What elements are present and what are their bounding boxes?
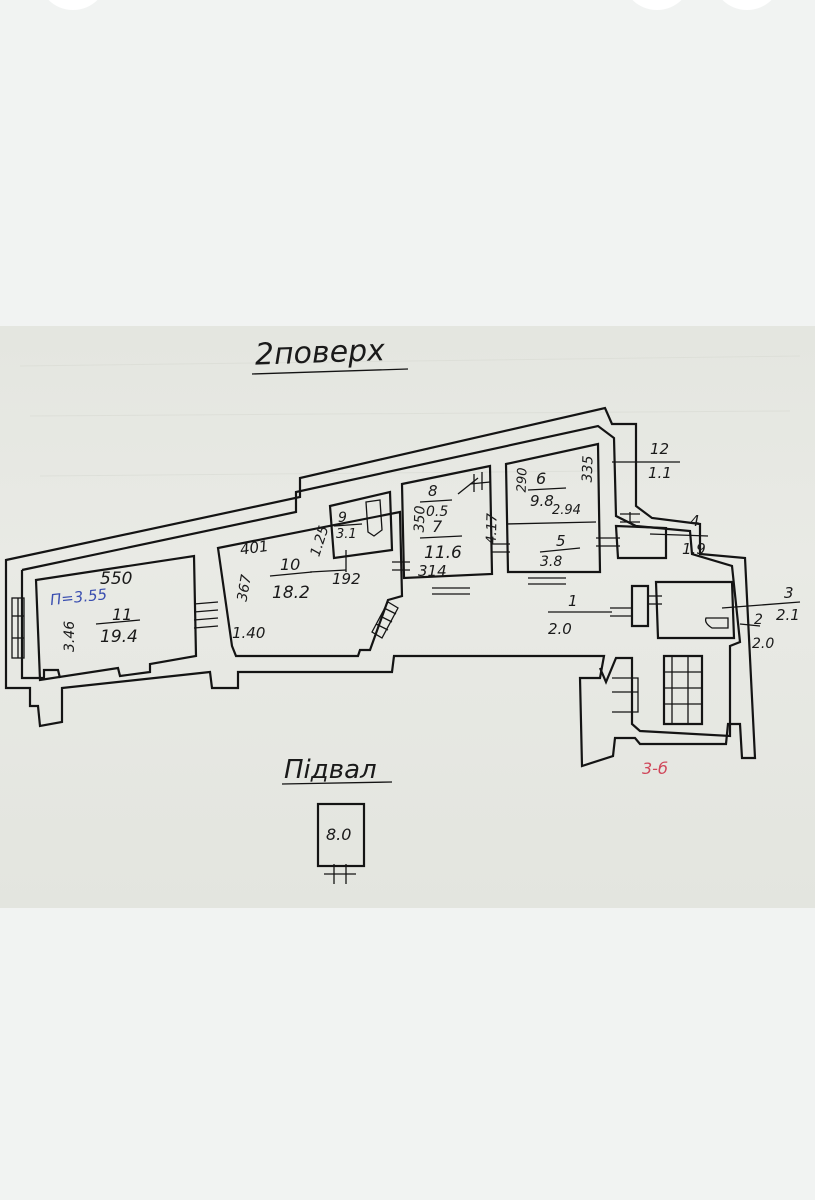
door-10-7 bbox=[392, 561, 410, 571]
room-3-number: 3 bbox=[784, 584, 794, 602]
room-8-fraction bbox=[419, 499, 453, 503]
room-12: 12 1.1 bbox=[612, 440, 680, 482]
stairs-room-10 bbox=[371, 601, 399, 639]
dim-550: 550 bbox=[100, 569, 132, 589]
dim-140: 1.40 bbox=[232, 624, 265, 642]
red-mark: 3-б bbox=[642, 759, 668, 778]
room-7-number: 7 bbox=[432, 517, 443, 536]
room-4-leader bbox=[649, 533, 709, 537]
room-1-number: 1 bbox=[568, 592, 578, 610]
dim-335: 335 bbox=[580, 455, 597, 482]
room-6-area: 9.8 bbox=[530, 492, 554, 510]
room-4-area: 1.9 bbox=[682, 540, 706, 558]
room-9-number: 9 bbox=[338, 510, 347, 526]
blue-note: П=3.55 bbox=[49, 585, 108, 609]
dim-367: 367 bbox=[235, 573, 255, 602]
room-8-area: 0.5 bbox=[426, 504, 448, 520]
room-7: 350 8 0.5 7 11.6 4.17 314 bbox=[392, 464, 510, 595]
dim-401: 401 bbox=[239, 537, 270, 559]
top-circle-right-1 bbox=[622, 0, 692, 10]
room-10: 401 367 1.25 10 18.2 192 1.40 bbox=[216, 510, 404, 658]
floor-title-underline bbox=[251, 368, 409, 375]
room-8-wall bbox=[457, 477, 479, 495]
basement-title: Підвал bbox=[284, 755, 377, 785]
door-corridor-3 bbox=[610, 595, 662, 617]
window-room-4 bbox=[620, 512, 640, 524]
room-10-area: 18.2 bbox=[272, 583, 310, 603]
room-5-number: 5 bbox=[556, 532, 566, 550]
room-5-area: 3.8 bbox=[540, 554, 562, 570]
room-11: 550 П=3.55 3.46 11 19.4 bbox=[11, 554, 219, 682]
room-9-fraction bbox=[333, 523, 363, 527]
dim-294: 2.94 bbox=[552, 503, 581, 518]
dim-314: 314 bbox=[418, 562, 447, 580]
top-circle-right-2 bbox=[712, 0, 782, 10]
room-10-number: 10 bbox=[280, 555, 300, 574]
room-6-number: 6 bbox=[536, 469, 546, 488]
room-5-fraction bbox=[539, 547, 581, 553]
room-12-area: 1.1 bbox=[648, 464, 672, 482]
dim-290: 290 bbox=[515, 467, 531, 492]
room-7-area: 11.6 bbox=[424, 543, 462, 563]
room-1: 1 2.0 bbox=[548, 584, 662, 638]
top-circle-left bbox=[38, 0, 108, 10]
outer-walls bbox=[4, 406, 757, 768]
room-1-area: 2.0 bbox=[548, 620, 572, 638]
room-7-fraction bbox=[419, 535, 463, 539]
room-12-number: 12 bbox=[650, 440, 669, 458]
basement-title-underline bbox=[281, 781, 393, 785]
floor-plan-photo: 2поверх 550 П=3.55 3.46 11 19.4 bbox=[0, 326, 815, 908]
room-2-number: 2 bbox=[754, 612, 763, 628]
basement-area: 8.0 bbox=[326, 825, 351, 844]
floor-plan-drawing: 2поверх 550 П=3.55 3.46 11 19.4 bbox=[4, 333, 801, 884]
door-6-corridor bbox=[528, 577, 566, 585]
dim-192: 192 bbox=[332, 570, 361, 588]
room-2-area: 2.0 bbox=[752, 636, 774, 652]
dim-417: 4.17 bbox=[484, 513, 501, 545]
room-4: 4 1.9 bbox=[614, 512, 709, 560]
floor-title: 2поверх bbox=[254, 333, 385, 373]
basement-room: 8.0 bbox=[316, 802, 366, 884]
dim-350: 350 bbox=[412, 505, 429, 532]
window-room-11-left bbox=[11, 597, 25, 659]
window-room-8 bbox=[469, 472, 491, 492]
room-3-area: 2.1 bbox=[776, 606, 800, 624]
room-11-number: 11 bbox=[112, 605, 132, 624]
wall-10-9b bbox=[309, 569, 347, 573]
toilet-icon bbox=[704, 617, 729, 629]
stairwell bbox=[612, 654, 704, 726]
room-4-number: 4 bbox=[690, 512, 700, 530]
room-3-leader bbox=[721, 601, 801, 609]
room-8-number: 8 bbox=[428, 482, 438, 500]
room-6-fraction bbox=[527, 487, 567, 491]
room-2-leader bbox=[739, 623, 761, 627]
room-3: 3 2.1 2 2.0 bbox=[654, 580, 801, 652]
room-11-fraction bbox=[95, 619, 141, 625]
bathtub-icon bbox=[365, 499, 383, 537]
room-10-fraction bbox=[269, 571, 313, 577]
room-9: 9 3.1 bbox=[328, 490, 394, 560]
room-6: 290 335 6 9.8 2.94 5 3.8 bbox=[504, 442, 620, 585]
wall-6-5 bbox=[505, 521, 597, 525]
door-7-corridor bbox=[432, 587, 470, 595]
dim-346: 3.46 bbox=[62, 621, 78, 652]
room-9-area: 3.1 bbox=[336, 527, 357, 542]
door-11-10 bbox=[193, 601, 219, 629]
room-11-area: 19.4 bbox=[100, 627, 138, 647]
